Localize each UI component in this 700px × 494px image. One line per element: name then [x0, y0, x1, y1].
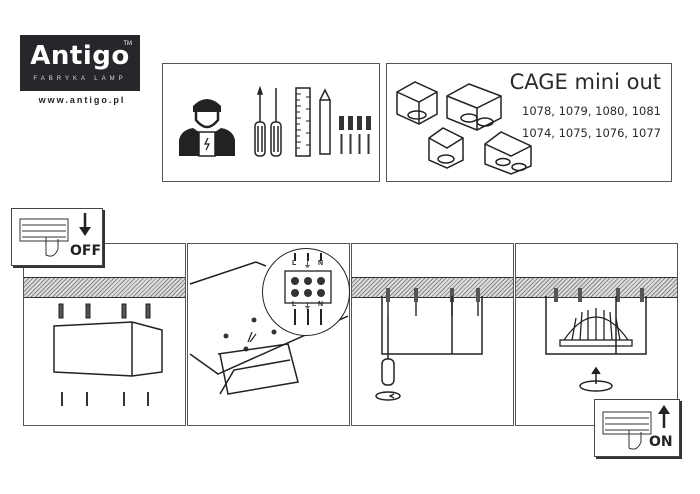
terminal-label-l-top: L	[292, 260, 297, 267]
power-off-label: OFF	[70, 243, 102, 259]
ruler-icon	[295, 87, 311, 157]
product-title: CAGE mini out	[509, 70, 661, 94]
trademark: TM	[123, 41, 132, 47]
housing-box-icon	[381, 296, 483, 355]
wires-icon	[247, 331, 257, 343]
rotate-arrow-icon	[388, 393, 395, 399]
terminal-label-earth-bottom: ⏚	[304, 303, 311, 310]
electrician-icon	[179, 99, 235, 157]
arrow-up-icon	[658, 405, 670, 428]
wall-plug-icon	[554, 288, 644, 302]
screw-icon	[61, 392, 149, 406]
terminal-block-detail: L ⏚ N L ⏚ N	[262, 248, 350, 336]
brand-url[interactable]: www.antigo.pl	[38, 95, 126, 105]
required-tools-panel	[162, 63, 380, 182]
circuit-breaker-icon	[19, 218, 69, 257]
ceiling-hatch	[24, 277, 185, 298]
housing-box-icon	[217, 343, 299, 395]
step-3-panel	[351, 243, 514, 426]
step-2-panel: L ⏚ N L ⏚ N	[187, 243, 350, 426]
arrow-down-icon	[79, 213, 91, 236]
light-source-icon	[559, 308, 633, 347]
step-4-panel	[515, 243, 678, 426]
power-off-indicator: OFF	[11, 208, 103, 266]
pencil-icon	[319, 88, 331, 155]
product-variants-illustration	[396, 81, 532, 175]
terminal-label-n-top: N	[318, 260, 324, 267]
phillips-screwdriver-icon	[254, 85, 266, 157]
terminal-label-earth-top: ⏚	[304, 262, 311, 269]
housing-box-icon	[545, 296, 647, 355]
product-info-panel: CAGE mini out 1078, 1079, 1080, 1081 107…	[386, 63, 672, 182]
power-on-indicator: ON	[594, 399, 680, 457]
circuit-breaker-icon	[602, 411, 652, 450]
brand-tagline: FABRYKA LAMP	[33, 76, 127, 82]
product-codes-line-2: 1074, 1075, 1076, 1077	[522, 126, 661, 140]
rotate-up-arrow-icon	[579, 366, 613, 392]
step-1-panel	[23, 243, 186, 426]
brand-logo: Antigo TM FABRYKA LAMP	[20, 35, 140, 91]
screwdriver-icon	[375, 316, 401, 401]
terminal-label-l-bottom: L	[292, 301, 297, 308]
brand-name: Antigo	[30, 41, 130, 71]
wall-plug-icon	[58, 303, 151, 319]
wall-plug-icon	[386, 288, 480, 302]
housing-box-icon	[53, 321, 163, 377]
power-on-label: ON	[649, 434, 673, 450]
wall-plug-icon	[339, 116, 371, 130]
product-codes-line-1: 1078, 1079, 1080, 1081	[522, 104, 661, 118]
screw-icon	[340, 134, 370, 154]
flat-screwdriver-icon	[270, 88, 282, 157]
ceiling-hatch	[352, 277, 513, 298]
screw-icon	[387, 302, 479, 316]
terminal-label-n-bottom: N	[318, 301, 324, 308]
